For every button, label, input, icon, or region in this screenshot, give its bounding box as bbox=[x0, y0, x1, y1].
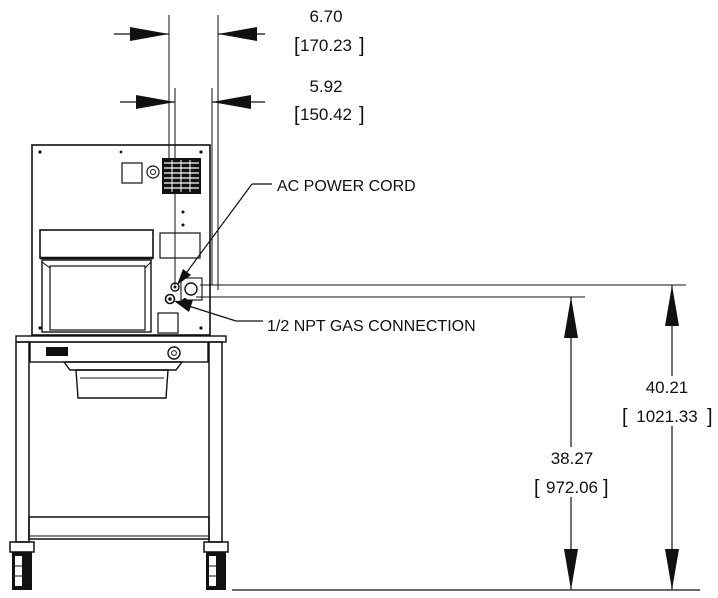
drawer-label bbox=[46, 347, 68, 356]
dimension-value-mm: 972.06 bbox=[546, 478, 598, 497]
tray bbox=[75, 369, 169, 399]
callout-label: AC POWER CORD bbox=[277, 178, 416, 195]
dimension-width-inner: 5.92 [ 150.42 ] bbox=[120, 77, 365, 285]
arrowhead bbox=[218, 27, 257, 41]
power-inlet-icon bbox=[184, 282, 198, 296]
bracket-open: [ bbox=[534, 477, 540, 499]
leader-arrowhead bbox=[174, 300, 193, 312]
dimension-value-mm: 150.42 bbox=[300, 105, 352, 124]
caster-mount bbox=[9, 541, 35, 553]
arrowhead bbox=[130, 27, 169, 41]
screw-icon bbox=[199, 326, 203, 330]
arrowhead bbox=[212, 95, 251, 109]
right-leg bbox=[208, 341, 223, 543]
dimension-height-gas: 38.27 [ 972.06 ] bbox=[534, 297, 609, 590]
leader-arrowhead bbox=[177, 269, 191, 285]
stand bbox=[9, 341, 229, 590]
crossbar bbox=[28, 516, 210, 540]
label-plate bbox=[159, 232, 201, 259]
caster-right bbox=[203, 541, 229, 590]
arrowhead bbox=[564, 549, 578, 590]
dimension-value-inch: 6.70 bbox=[309, 7, 342, 26]
callout-ac-power-cord: AC POWER CORD bbox=[177, 178, 416, 285]
knob-icon bbox=[167, 346, 181, 360]
bracket-open: [ bbox=[622, 406, 628, 428]
screw-icon bbox=[38, 150, 42, 154]
arrowhead bbox=[136, 95, 175, 109]
base-top bbox=[15, 335, 227, 343]
callout-label: 1/2 NPT GAS CONNECTION bbox=[267, 318, 476, 335]
dimension-value-mm: 1021.33 bbox=[636, 407, 697, 426]
caster-left bbox=[9, 541, 35, 590]
fitting-icon bbox=[146, 165, 160, 179]
window-panel bbox=[49, 265, 146, 331]
access-plate bbox=[157, 312, 179, 334]
arrowhead bbox=[665, 285, 679, 326]
base-assembly bbox=[15, 335, 227, 399]
dimension-value-mm: 170.23 bbox=[300, 36, 352, 55]
dimension-height-power: 40.21 [ 1021.33 ] bbox=[622, 285, 716, 590]
screw-icon bbox=[119, 150, 123, 154]
screw-icon bbox=[199, 150, 203, 154]
power-cord-icon bbox=[170, 282, 180, 292]
bracket-close: ] bbox=[359, 35, 365, 57]
vent-grille bbox=[162, 158, 201, 194]
dimension-value-inch: 38.27 bbox=[551, 449, 594, 468]
hood bbox=[39, 229, 154, 259]
screw-icon bbox=[38, 326, 42, 330]
bracket-close: ] bbox=[359, 104, 365, 126]
bracket-open: [ bbox=[294, 35, 300, 57]
left-leg bbox=[15, 341, 30, 543]
tray-lip bbox=[62, 361, 184, 371]
connection-plate bbox=[180, 277, 203, 301]
access-plate bbox=[121, 162, 143, 184]
arrowhead bbox=[564, 297, 578, 338]
window-frame bbox=[41, 259, 152, 333]
gas-connection-icon bbox=[164, 293, 176, 305]
leader-line bbox=[180, 183, 253, 281]
caster-mount bbox=[203, 541, 229, 553]
dimension-value-inch: 40.21 bbox=[646, 378, 689, 397]
callout-gas-connection: 1/2 NPT GAS CONNECTION bbox=[174, 300, 476, 335]
machine-body bbox=[31, 144, 211, 336]
dimension-width-outer: 6.70 [ 170.23 ] bbox=[114, 7, 365, 290]
bracket-open: [ bbox=[294, 104, 300, 126]
dimension-value-inch: 5.92 bbox=[309, 77, 342, 96]
fitting-icon bbox=[150, 169, 156, 175]
bracket-close: ] bbox=[603, 477, 609, 499]
arrowhead bbox=[665, 549, 679, 590]
bracket-close: ] bbox=[707, 406, 713, 428]
